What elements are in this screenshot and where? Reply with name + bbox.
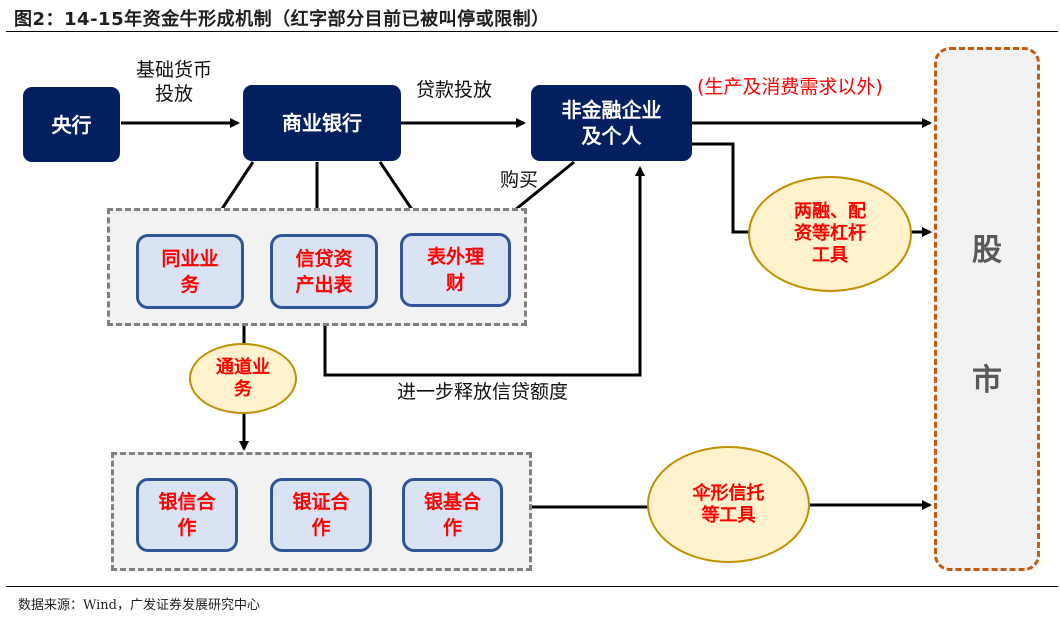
node-non-financial: 非金融企业 及个人 [531,85,692,161]
node-label-line: 同业业 [161,247,219,270]
node-margin-tools: 两融、配 资等杠杆 工具 [748,176,912,292]
node-label-line: 通道业 [216,356,270,378]
node-label-line: 银基合 [423,491,481,513]
node-central-bank: 央行 [23,87,120,162]
node-label-line: 表外理 [426,246,484,268]
source-note: 数据来源：Wind，广发证券发展研究中心 [18,598,260,613]
label-purchase: 购买 [500,169,539,191]
node-bank-trust: 银信合 作 [136,478,238,552]
node-stock-market: 股 市 [934,47,1040,571]
label-line: 基础货币 [135,59,212,81]
label-release-credit: 进一步释放信贷额度 [397,381,569,403]
label-line: 投放 [154,83,193,105]
node-bank-securities: 银证合 作 [270,478,372,552]
node-label-line: 作 [442,517,462,539]
node-credit-off-balance: 信贷资 产出表 [270,234,378,309]
node-label-line: 非金融企业 [561,98,662,122]
node-umbrella-trust: 伞形信托 等工具 [647,446,810,563]
node-label-line: 资等杠杆 [794,223,866,244]
node-label-line: 及个人 [581,124,642,148]
node-label-line: 等工具 [701,504,756,526]
label-excluding-demand: (生产及消费需求以外) [697,76,883,98]
node-label-line: 务 [234,378,252,400]
node-off-balance-wm: 表外理 财 [400,233,511,307]
market-char: 股 [972,233,1002,268]
bottom-rule [6,586,1058,587]
node-label-line: 务 [180,273,200,296]
label-loan-issuance: 贷款投放 [416,79,493,101]
node-label-line: 银信合 [158,491,216,513]
node-label-line: 两融、配 [794,201,866,222]
figure-title: 图2：14-15年资金牛形成机制（红字部分目前已被叫停或限制） [14,9,550,30]
node-label-line: 财 [445,272,465,294]
top-rule [6,31,1058,32]
market-char: 市 [972,363,1002,398]
node-interbank: 同业业 务 [136,234,244,309]
node-commercial-bank: 商业银行 [243,85,401,161]
node-label-line: 作 [311,517,331,539]
node-label-line: 银证合 [292,491,350,513]
node-label-line: 作 [177,517,197,539]
label-base-money: 基础货币 投放 [128,58,220,106]
node-label-line: 伞形信托 [692,482,765,504]
node-label: 商业银行 [282,111,362,135]
edge-nonfinancial-to-margin [692,142,750,234]
node-channel-business: 通道业 务 [189,343,297,414]
node-label-line: 产出表 [295,273,353,296]
node-label: 央行 [51,112,92,137]
edge-release-credit [323,166,645,377]
node-bank-fund: 银基合 作 [402,478,503,552]
node-label-line: 信贷资 [295,247,353,270]
node-label-line: 工具 [812,245,848,266]
